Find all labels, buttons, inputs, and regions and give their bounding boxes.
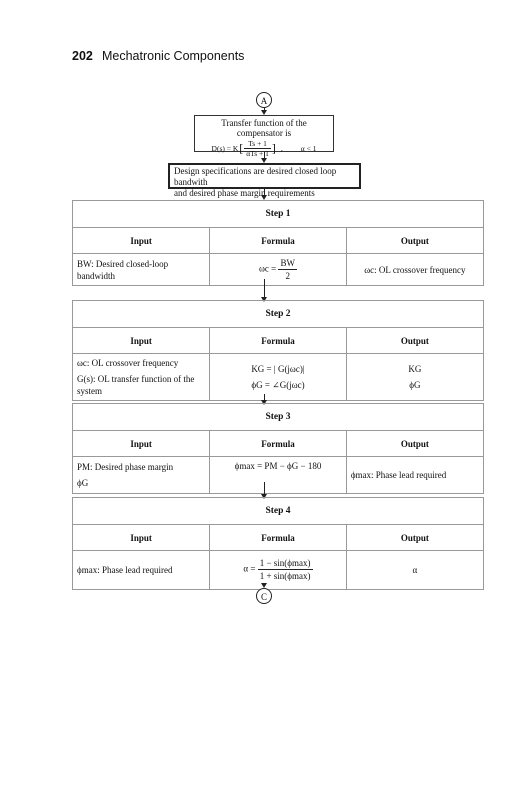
input-line: BW: Desired closed-loop: [77, 258, 169, 269]
input-line: PM: Desired phase margin: [77, 461, 174, 472]
output-header: Output: [346, 228, 483, 254]
compensator-equation: D(s) = K [ Ts + 1 αTs + 1 ] , α < 1: [199, 139, 329, 158]
design-spec-line1: Design specifications are desired closed…: [174, 166, 337, 187]
step-2-table: Step 2 Input Formula Output ωc: OL cross…: [72, 300, 484, 402]
bracket-left: [: [239, 141, 244, 155]
compensator-numerator: Ts + 1: [244, 139, 271, 149]
design-spec-box: Design specifications are desired closed…: [168, 163, 361, 198]
formula-fraction: BW 2: [278, 257, 297, 282]
step-title: Step 1: [73, 201, 483, 228]
flow-line: [264, 482, 265, 496]
step-input: PM: Desired phase margin ϕG: [73, 456, 211, 493]
step-4-table: Step 4 Input Formula Output ϕmax: Phase …: [72, 497, 484, 590]
connector-c: C: [256, 588, 272, 604]
running-header: 202 Mechatronic Components: [72, 49, 244, 64]
formula-header: Formula: [209, 525, 347, 551]
step-title: Step 3: [73, 404, 483, 431]
eq-comma: ,: [280, 144, 283, 153]
output-line: KG: [408, 364, 422, 375]
flow-arrow: [261, 494, 267, 499]
compensator-condition: α < 1: [300, 144, 317, 153]
formula-header: Formula: [209, 228, 347, 254]
formula-header: Formula: [209, 328, 347, 354]
input-line: ϕG: [77, 477, 89, 488]
connector-c-label: C: [260, 592, 267, 602]
page-number: 202: [72, 49, 93, 63]
bracket-right: ]: [271, 141, 276, 155]
step-input: ωc: OL crossover frequency G(s): OL tran…: [73, 353, 211, 401]
formula-lhs: ωc =: [258, 263, 277, 274]
compensator-denominator: αTs + 1: [246, 149, 269, 158]
step-input: BW: Desired closed-loop bandwidth: [73, 253, 211, 286]
step-input: ϕmax: Phase lead required: [73, 550, 211, 589]
input-header: Input: [73, 525, 211, 551]
step-formula: ϕmax = PM − ϕG − 180: [209, 456, 347, 493]
step-output: KG ϕG: [346, 354, 483, 401]
flow-arrow: [261, 297, 267, 302]
step-output: α: [412, 564, 418, 575]
step-formula: ωc = BW 2: [209, 253, 347, 286]
step-1-table: Step 1 Input Formula Output BW: Desired …: [72, 200, 484, 287]
formula-numerator: 1 − sin(ϕmax): [257, 557, 313, 571]
flow-arrow: [261, 158, 267, 163]
flow-line: [264, 394, 265, 402]
formula-denominator: 2: [285, 271, 290, 282]
output-header: Output: [346, 431, 483, 457]
input-line: ωc: OL crossover frequency: [77, 358, 179, 368]
formula-lhs: α =: [243, 563, 256, 574]
step-title: Step 4: [73, 498, 483, 525]
input-header: Input: [73, 431, 211, 457]
flow-arrow: [261, 110, 267, 115]
chapter-title: Mechatronic Components: [101, 49, 245, 63]
input-line: G(s): OL transfer function of the: [77, 374, 195, 385]
flow-arrow: [261, 583, 267, 588]
step-formula: α = 1 − sin(ϕmax) 1 + sin(ϕmax): [209, 550, 347, 589]
step-formula: KG = | G(jωc)| ϕG = ∠G(jωc): [209, 353, 347, 401]
flow-line: [264, 189, 265, 197]
output-header: Output: [346, 328, 483, 354]
flow-arrow: [261, 195, 267, 200]
formula-line: ϕG = ∠G(jωc): [251, 380, 305, 391]
step-output: ϕmax: Phase lead required: [350, 469, 447, 480]
step-title: Step 2: [73, 301, 483, 328]
flow-arrow: [261, 400, 267, 405]
compensator-text: Transfer function of the compensator is: [221, 118, 307, 138]
output-line: ϕG: [409, 380, 421, 391]
flow-line: [264, 279, 265, 299]
compensator-eq-lhs: D(s) = K: [211, 144, 239, 153]
formula-denominator: 1 + sin(ϕmax): [259, 571, 311, 582]
step-output: ωc: OL crossover frequency: [364, 264, 466, 275]
formula-line: KG = | G(jωc)|: [251, 364, 305, 375]
input-line: bandwidth: [77, 270, 115, 281]
input-header: Input: [73, 328, 211, 354]
step-3-table: Step 3 Input Formula Output PM: Desired …: [72, 403, 484, 494]
flow-line: [264, 152, 265, 160]
design-spec-line2: and desired phase margin requirements: [174, 188, 315, 198]
compensator-fraction: Ts + 1 αTs + 1: [244, 139, 271, 158]
formula-fraction: 1 − sin(ϕmax) 1 + sin(ϕmax): [257, 557, 313, 582]
output-header: Output: [346, 525, 483, 551]
input-header: Input: [73, 228, 211, 254]
connector-a: A: [256, 92, 272, 108]
connector-a-label: A: [260, 96, 268, 106]
formula-numerator: BW: [278, 257, 297, 271]
formula-header: Formula: [209, 431, 347, 457]
compensator-box: Transfer function of the compensator is …: [194, 115, 334, 158]
input-line: system: [77, 386, 103, 397]
